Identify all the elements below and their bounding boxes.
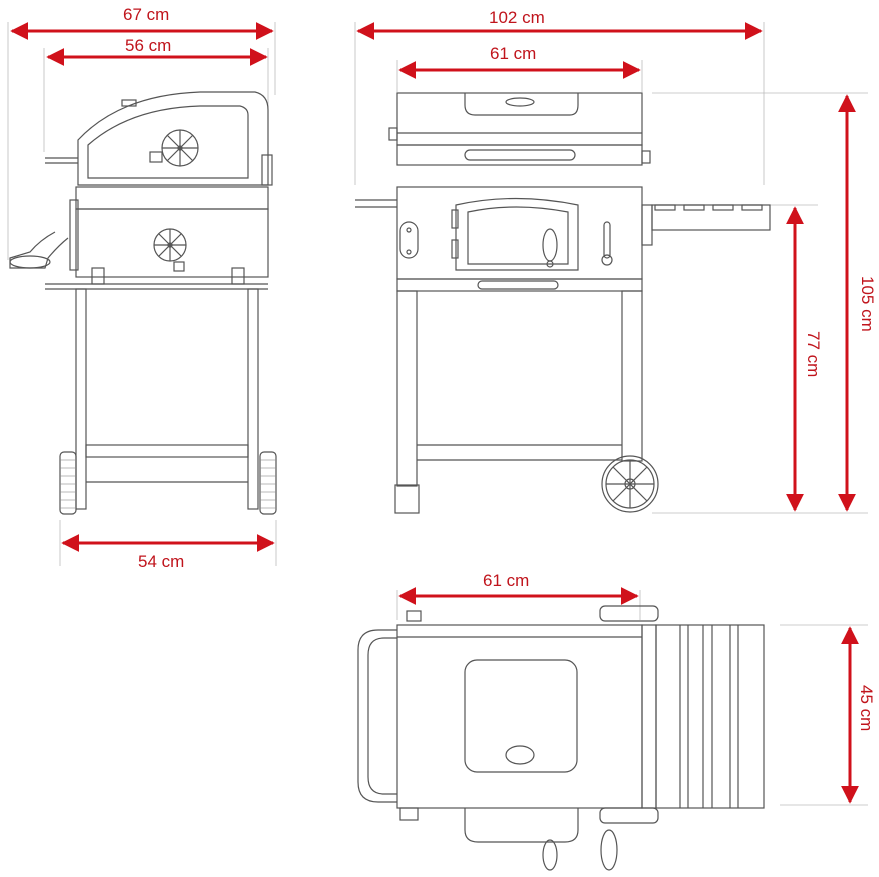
dimension-label-77: 77 cm [804, 331, 823, 378]
top-view [357, 590, 868, 871]
dimension-label-61-top: 61 cm [483, 571, 530, 590]
thermometer-icon [505, 745, 535, 765]
lid-window [464, 659, 578, 773]
damper-lever-icon [601, 221, 613, 266]
door-handle-icon [542, 228, 558, 268]
side-view [7, 22, 277, 566]
wheel [601, 455, 659, 513]
wheel [259, 451, 277, 515]
oven-door [455, 197, 579, 271]
dimension-label-61-front: 61 cm [490, 44, 537, 63]
thermometer-icon [505, 97, 535, 107]
vent-wheel-icon [161, 129, 199, 167]
dimension-label-105: 105 cm [858, 276, 877, 332]
side-shelf [651, 204, 771, 231]
dimension-label-102: 102 cm [489, 8, 545, 27]
dimension-arrows [10, 22, 859, 804]
wheel [59, 451, 77, 515]
side-lid [77, 91, 269, 186]
vent-wheel-icon [153, 228, 187, 262]
dimension-label-45: 45 cm [857, 685, 876, 732]
dimension-label-56: 56 cm [125, 36, 172, 55]
dimension-label-54: 54 cm [138, 552, 185, 571]
front-view [354, 22, 868, 514]
dimension-label-67: 67 cm [123, 5, 170, 24]
